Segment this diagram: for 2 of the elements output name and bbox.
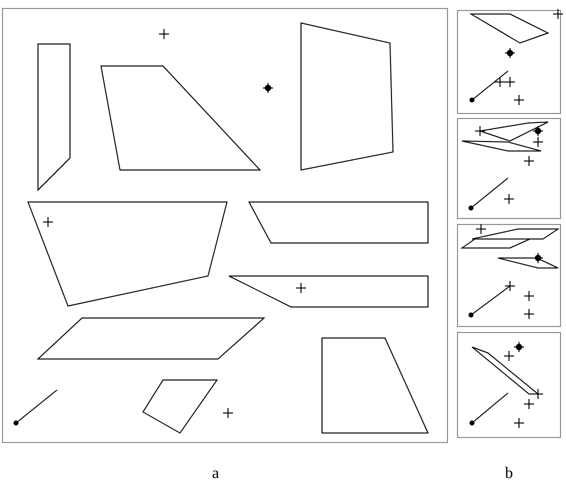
panel-label: b	[505, 466, 513, 482]
panel-label: a	[212, 466, 220, 482]
